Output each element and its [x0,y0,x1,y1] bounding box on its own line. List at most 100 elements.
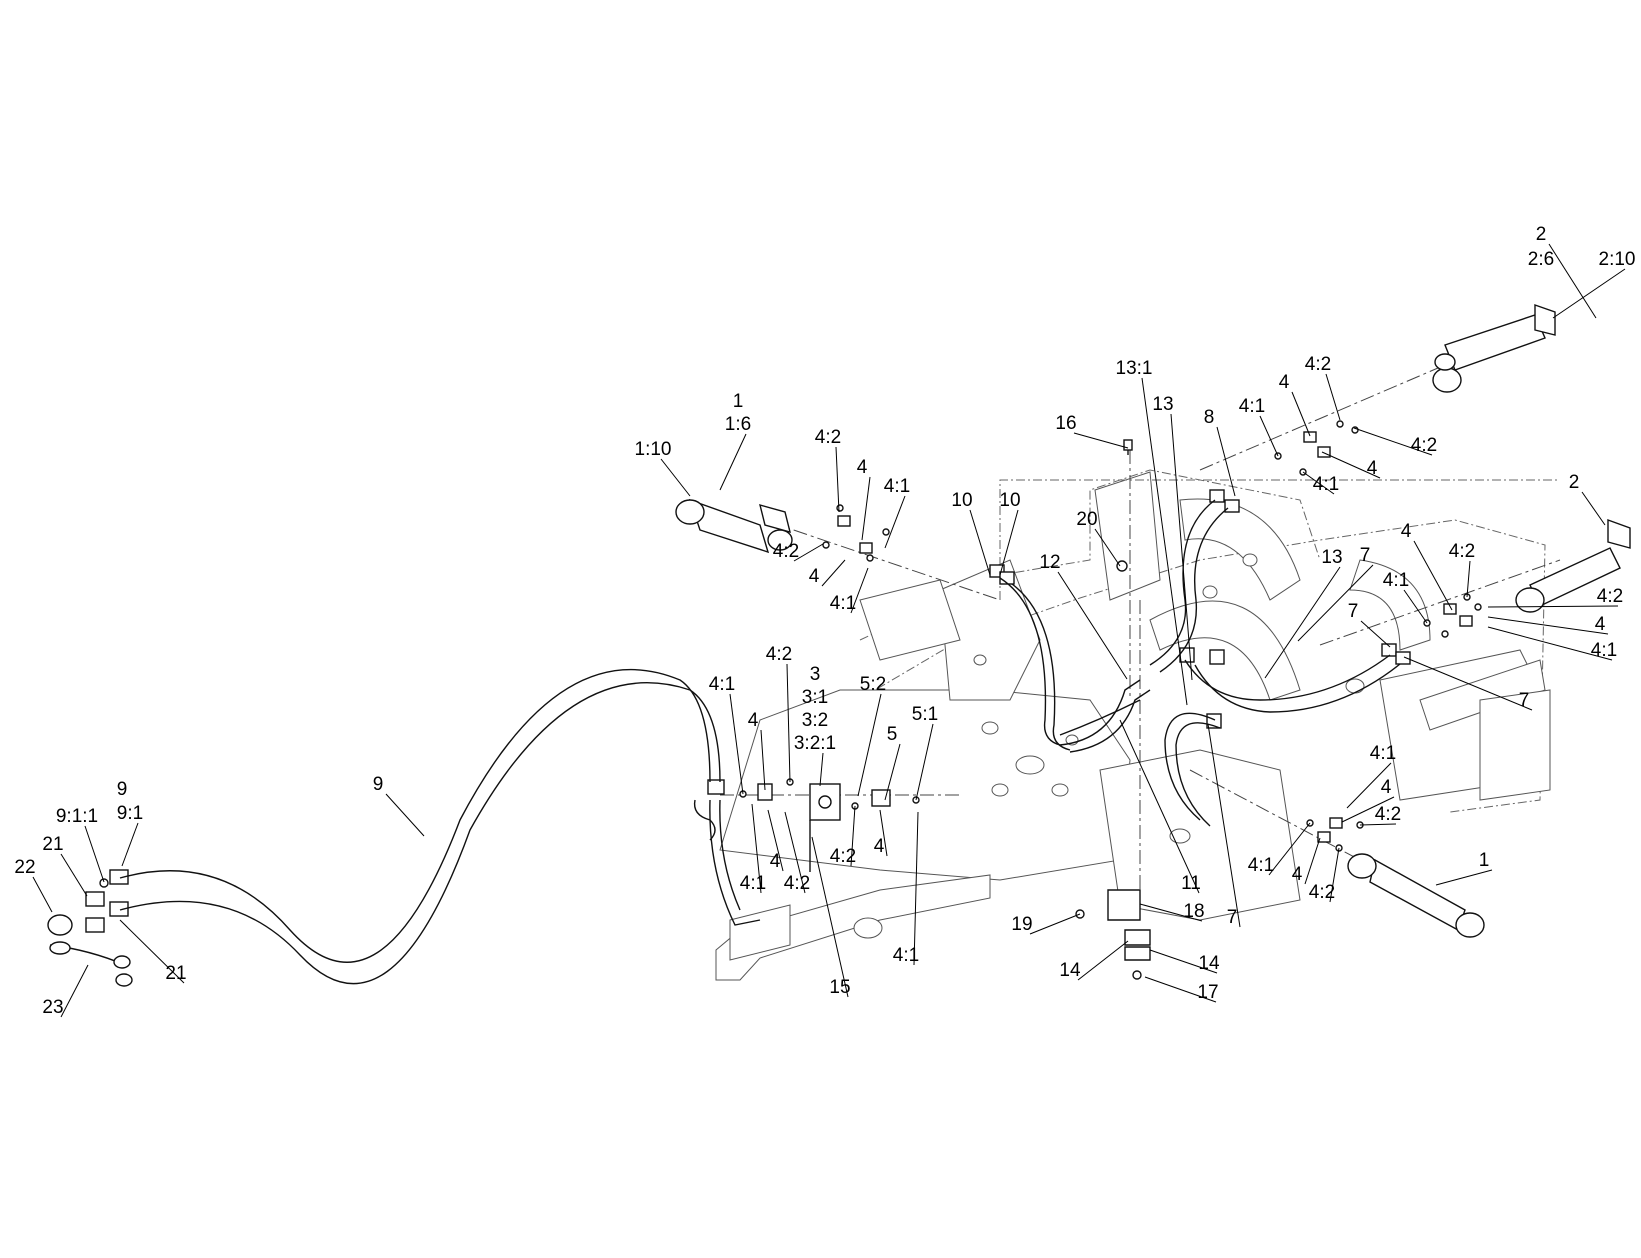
callout-label: 18 [1183,901,1204,922]
leader-line [84,825,105,883]
leader-line [1403,656,1533,711]
callout-label: 9 [373,774,384,795]
callout-label: 3:2 [802,710,828,731]
callout-label: 2:10 [1599,249,1636,270]
leader-line [884,495,906,549]
leader-line [1057,571,1128,680]
leader-line [1094,528,1121,567]
leader-line [1291,391,1311,437]
leader-line [1149,949,1218,974]
callout-label: 8 [1204,407,1215,428]
callout-label: 4:2 [815,427,841,448]
leader-line [1487,616,1609,635]
callout-label: 1 [1479,850,1490,871]
callout-label: 4 [857,457,868,478]
leader-line [1139,903,1203,922]
callout-label: 1:6 [725,414,751,435]
callout-label: 13 [1152,394,1173,415]
callout-label: 4:1 [1591,640,1617,661]
callout-label: 1:10 [635,439,672,460]
cylinder-front-left [675,498,793,554]
leader-line [1077,940,1129,981]
callout-label: 4:2 [1309,882,1335,903]
leader-line [1552,268,1626,319]
callout-label: 4:2 [1375,804,1401,825]
leader-line [385,793,425,837]
leader-line [969,509,991,576]
callout-label: 3 [810,664,821,685]
callout-label: 2:6 [1528,249,1554,270]
callout-label: 11 [1181,873,1201,894]
callout-label: 13:1 [1116,358,1153,379]
leader-line [1487,626,1613,661]
callout-label: 4:1 [1370,743,1396,764]
leader-line [1216,426,1236,497]
callout-label: 4:2 [1411,435,1437,456]
callout-label: 1 [733,391,744,412]
callout-label: 13 [1321,547,1342,568]
leader-line [1297,564,1374,642]
leader-line [1360,620,1391,648]
callout-label: 4 [809,566,820,587]
cylinder-front-right [1347,853,1485,938]
callout-label: 14 [1059,960,1081,981]
callout-label: 4:1 [884,476,910,497]
leader-line [1413,540,1453,611]
callout-label: 5 [887,724,898,745]
callout-label: 4 [1381,777,1392,798]
leader-line [719,433,747,491]
leader-line [784,811,806,894]
callout-label: 4:2 [1597,586,1623,607]
callout-label: 4 [1279,372,1290,393]
leader-line [119,919,185,984]
tractor-frame [715,469,1560,981]
cylinder-rear-top [1432,304,1556,393]
callout-label: 4:1 [1313,474,1339,495]
leader-line [1329,847,1340,903]
leader-line [1029,913,1081,935]
leader-line [1302,471,1335,495]
callout-label: 4 [1292,864,1303,885]
leader-line [1119,719,1200,894]
callout-label: 4 [770,851,781,872]
leader-line [32,876,53,913]
leader-line [819,752,824,787]
leader-line [999,509,1019,576]
leader-line [1321,451,1381,479]
callout-label: 3:1 [802,687,828,708]
leader-line [1581,491,1606,526]
leader-line [121,822,139,867]
leader-line [857,693,882,797]
callout-label: 4:1 [709,674,735,695]
callout-leaders [32,243,1626,1018]
callout-label: 7 [1348,601,1359,622]
callout-label: 22 [14,857,35,878]
callout-label: 19 [1011,914,1032,935]
leader-line [1325,373,1341,421]
callout-label: 4:2 [1449,541,1475,562]
callout-label: 10 [951,490,972,511]
callout-label: 4:1 [1383,570,1409,591]
leader-line [660,458,691,497]
callout-label: 4:1 [1248,855,1274,876]
callout-label: 4:1 [830,593,856,614]
callout-label: 21 [42,834,63,855]
leader-line [1268,822,1311,876]
leader-line [1144,976,1217,1003]
leader-line [1359,823,1397,826]
leader-line [793,543,824,562]
leader-line [1170,413,1193,681]
callout-label: 23 [42,997,63,1018]
callout-label: 9 [117,779,128,800]
leader-line [60,853,88,897]
leader-line [1466,560,1471,598]
leader-line [879,809,888,857]
leader-line [1487,605,1619,608]
callout-label: 4:2 [766,644,792,665]
callout-label: 7 [1519,690,1530,711]
callout-label: 4:1 [1239,396,1265,417]
callout-label: 4 [748,710,759,731]
leader-line [1259,415,1279,457]
callout-label: 4:2 [1305,354,1331,375]
hoses [119,499,1401,985]
